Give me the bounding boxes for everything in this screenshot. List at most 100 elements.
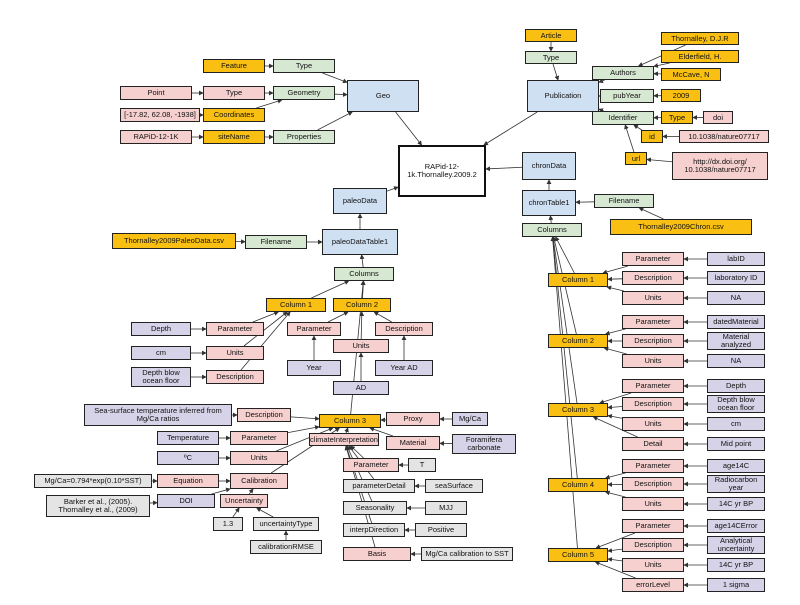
node-paleo-c1-description: Description: [206, 370, 264, 384]
edge-pub-to-root: [483, 111, 538, 146]
node-ci-basis-value: Mg/Ca calibration to SST: [421, 547, 513, 561]
node-chron-column-4: Column 4: [548, 478, 608, 492]
node-paleo-c3-uncertainty-type: uncertaintyType: [253, 517, 319, 531]
node-chron-c4-parameter-value: age14C: [707, 459, 765, 473]
node-chron-c4-units-value: 14C yr BP: [707, 497, 765, 511]
node-paleo-c2-parameter: Parameter: [287, 322, 341, 336]
edge-pc3unc-to-pc3cal: [248, 488, 254, 495]
node-url-value: http://dx.doi.org/ 10.1038/nature07717: [672, 152, 768, 180]
node-chron-c3-parameter: Parameter: [622, 379, 684, 393]
edge-cc3x-to-cc3: [592, 416, 638, 438]
node-chron-data: chronData: [522, 152, 576, 180]
node-chron-c4-description: Description: [622, 477, 684, 491]
node-properties: Properties: [273, 130, 335, 144]
node-paleo-column-3: Column 3: [319, 414, 381, 428]
node-ci-parameter-value: T: [408, 458, 436, 472]
node-paleo-data: paleoData: [333, 188, 387, 214]
node-chron-c3-units: Units: [622, 417, 684, 431]
edge-pubType-to-pub: [552, 63, 560, 81]
edge-featType-to-geo: [322, 72, 348, 84]
node-paleo-c3-uncertainty: Uncertainty: [220, 494, 268, 508]
edge-paleoCols-to-paleoTable: [359, 254, 365, 268]
node-chron-c3-description-value: Depth blow ocean floor: [707, 395, 765, 413]
node-pub-type: Type: [525, 51, 577, 64]
node-id-value: 10.1038/nature07717: [679, 130, 769, 143]
node-chron-c1-description-value: laboratory ID: [707, 271, 765, 285]
edge-pc1param-to-pc1: [252, 311, 279, 323]
node-paleo-table: paleoDataTable1: [322, 229, 398, 255]
node-ci-seasonality-value: MJJ: [425, 501, 467, 515]
edge-auth2-to-authors: [653, 62, 670, 68]
node-paleo-filename: Filename: [245, 235, 307, 249]
edge-pc1-to-paleoCols: [311, 280, 350, 299]
edge-paleoData-to-root: [386, 186, 399, 192]
node-chron-column-5: Column 5: [548, 548, 608, 562]
node-paleo-columns: Columns: [334, 267, 394, 281]
edge-pc3mat-to-pc3: [369, 427, 394, 437]
node-paleo-c2-units: Units: [333, 339, 389, 353]
node-chron-c4-units: Units: [622, 497, 684, 511]
edge-pc3ci-to-pc3: [344, 427, 349, 434]
edge-chronData-to-root: [485, 166, 523, 172]
edge-cc3d-to-cc3: [607, 404, 623, 410]
node-geo: Geo: [347, 80, 419, 112]
node-paleo-column-2: Column 2: [333, 298, 391, 312]
edge-pc3desc-to-pc3: [290, 416, 320, 421]
edge-cc1u-to-cc1: [606, 285, 624, 292]
node-paleo-c3-units: Units: [230, 451, 288, 465]
node-paleo-c3-doi-value: Barker et al., (2005). Thornalley et al.…: [46, 495, 150, 517]
node-chron-c1-units-value: NA: [707, 291, 765, 305]
node-feature: Feature: [203, 59, 265, 73]
edge-cc3u-to-cc3: [607, 413, 623, 419]
node-publication: Publication: [527, 80, 599, 112]
node-paleo-c2-ad: AD: [333, 381, 389, 395]
node-chron-c2-units-value: NA: [707, 354, 765, 368]
node-paleo-c3-degc: ºC: [157, 451, 219, 465]
node-paleo-c3-climate-interpretation: climateInterpretation: [309, 433, 379, 446]
node-id: id: [641, 130, 663, 143]
node-root: RAPid-12-1k.Thornalley.2009.2: [398, 145, 486, 197]
edge-pc1units-to-pc1: [243, 311, 288, 347]
edge-authors-to-pub: [598, 78, 605, 84]
edge-cc5e-to-cc5: [594, 561, 636, 579]
node-paleo-c1-units: Units: [206, 346, 264, 360]
node-paleo-c3-material-value: Foramifera carbonate: [452, 434, 516, 454]
node-author-1: Thornalley, D.J.R: [661, 32, 739, 45]
node-chron-c3-units-value: cm: [707, 417, 765, 431]
edge-pc3uncv-to-pc3unc: [232, 507, 240, 518]
edge-cc2p-to-cc2: [604, 328, 626, 336]
node-paleo-c2-year: Year: [287, 360, 341, 376]
edge-urlLbl-to-ident: [624, 124, 635, 153]
edge-props-to-geo: [317, 111, 353, 131]
node-paleo-c1-parameter: Parameter: [206, 322, 264, 336]
node-coordinates: Coordinates: [203, 108, 265, 122]
edge-pc2param-to-pc2: [327, 311, 349, 323]
node-point: Point: [120, 86, 192, 100]
node-ci-seasonality: Seasonality: [343, 501, 407, 515]
node-chron-column-3: Column 3: [548, 403, 608, 417]
node-geometry: Geometry: [273, 86, 335, 100]
node-paleo-c3-proxy: Proxy: [386, 412, 440, 426]
node-coordinates-value: [-17.82, 62.08, -1938]: [120, 108, 200, 122]
edge-coords-to-geometry: [256, 98, 283, 109]
node-paleo-c3-calibration: Calibration: [230, 473, 288, 489]
edge-cc1-to-chronCols: [555, 236, 575, 274]
node-chron-table: chronTable1: [522, 190, 576, 216]
edge-cc1p-to-cc1: [602, 265, 629, 275]
edge-cc2u-to-cc2: [603, 346, 627, 355]
edge-ciparam-to-pc3ci: [350, 445, 364, 459]
edge-pc2desc-to-pc2: [373, 311, 392, 323]
edge-pc3doi-to-pc3cal: [211, 487, 231, 495]
node-ci-basis: Basis: [343, 547, 411, 561]
node-chron-c5-units: Units: [622, 558, 684, 572]
edge-cc4u-to-cc4: [604, 490, 626, 498]
node-paleo-c1-depth: Depth: [131, 322, 191, 336]
node-chron-columns: Columns: [522, 223, 582, 237]
node-author-3: McCave, N: [661, 68, 721, 81]
node-chron-c2-parameter: Parameter: [622, 315, 684, 329]
edge-cc3-to-chronCols: [551, 236, 578, 404]
node-paleo-c3-calibration-rmse: calibrationRMSE: [250, 540, 322, 554]
edge-geo-to-root: [395, 111, 423, 146]
node-chron-c5-description-value: Analytical uncertainty: [707, 536, 765, 554]
